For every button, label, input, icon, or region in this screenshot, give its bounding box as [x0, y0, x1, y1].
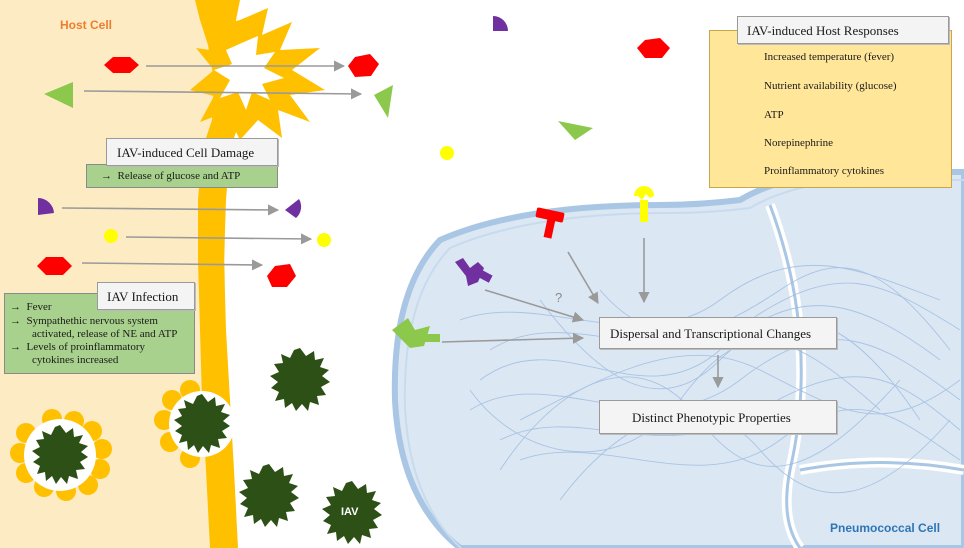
cytokine-crescent	[285, 199, 302, 218]
atp-triangle	[374, 85, 393, 118]
norepinephrine-receptor	[634, 186, 654, 222]
glucose-hexagon	[637, 38, 670, 58]
unknown-mark: ?	[555, 290, 563, 305]
glucose-hexagon	[267, 264, 296, 287]
glucose-hexagon	[348, 54, 379, 77]
legend-title: IAV-induced Host Responses	[747, 23, 899, 38]
release-arrows	[61, 60, 363, 271]
arrow-bullet: →	[10, 315, 27, 327]
legend-item-fever: Increased temperature (fever)	[764, 51, 895, 63]
cytokine-molecules	[38, 16, 508, 218]
atp-receptor	[392, 318, 440, 348]
arrow-bullet: →	[10, 301, 27, 313]
cell-damage-title-box: IAV-induced Cell Damage	[106, 138, 278, 166]
atp-triangle	[558, 121, 593, 140]
cytokine-crescent	[38, 197, 54, 215]
glucose-hexagon	[104, 57, 139, 73]
infection-title: IAV Infection	[107, 289, 179, 304]
legend-item-glucose: Nutrient availability (glucose)	[764, 80, 897, 92]
pneumococcal-cell	[391, 168, 964, 548]
glucose-molecules	[37, 38, 670, 287]
atp-molecules	[44, 82, 593, 140]
infection-item-text: Levels of proinflammatory	[26, 341, 146, 353]
ne-circle	[440, 146, 454, 160]
cell-damage-title: IAV-induced Cell Damage	[117, 145, 255, 160]
host-cell-label: Host Cell	[60, 18, 113, 32]
cell-damage-item-text: Release of glucose and ATP	[117, 170, 241, 182]
virus-label: IAV	[341, 506, 359, 518]
ne-circle	[317, 233, 331, 247]
virus-particle	[322, 481, 382, 544]
ne-circle	[104, 229, 118, 243]
signal-arrows	[441, 238, 724, 389]
budding-virus	[10, 409, 112, 501]
dispersal-box: Dispersal and Transcriptional Changes	[599, 317, 837, 349]
legend-item-cytokines: Proinflammatory cytokines	[764, 165, 885, 177]
budding-membrane	[154, 378, 235, 468]
norepinephrine-molecules	[104, 146, 454, 247]
arrow-bullet: →	[10, 341, 27, 353]
virus-particles	[10, 348, 382, 544]
infection-item-text: Sympathethic nervous system	[26, 315, 158, 327]
dispersal-label: Dispersal and Transcriptional Changes	[610, 326, 812, 341]
phenotype-label: Distinct Phenotypic Properties	[632, 410, 791, 425]
legend-panel: Increased temperature (fever) Nutrient a…	[709, 30, 952, 188]
nucleoid-strands	[459, 264, 961, 501]
infection-item-1: → Fever	[10, 301, 52, 314]
virus-particle	[270, 348, 330, 411]
pneumococcal-cell-label: Pneumococcal Cell	[830, 521, 941, 535]
virus-particle	[239, 464, 299, 527]
glucose-receptor	[535, 207, 565, 239]
arrow-bullet: →	[101, 170, 118, 182]
legend-item-ne: Norepinephrine	[764, 137, 834, 149]
infection-item-text: activated, release of NE and ATP	[32, 328, 178, 340]
infection-title-box: IAV Infection	[97, 282, 195, 310]
legend-item-atp: ATP	[764, 109, 784, 121]
infection-item-2: → Sympathethic nervous system activated,…	[10, 315, 177, 341]
cytokine-receptor	[455, 258, 493, 286]
cell-damage-note: → Release of glucose and ATP	[86, 164, 278, 188]
atp-triangle	[44, 82, 73, 108]
infection-item-3: → Levels of proinflammatory cytokines in…	[10, 341, 145, 367]
phenotype-box: Distinct Phenotypic Properties	[599, 400, 837, 434]
cell-damage-item: → Release of glucose and ATP	[101, 170, 240, 183]
membrane-rupture	[190, 8, 325, 140]
legend-title-box: IAV-induced Host Responses	[737, 16, 949, 44]
infection-item-text: Fever	[26, 301, 52, 313]
infection-item-text: cytokines increased	[32, 354, 119, 366]
glucose-hexagon	[37, 257, 72, 275]
cytokine-crescent	[493, 16, 508, 31]
